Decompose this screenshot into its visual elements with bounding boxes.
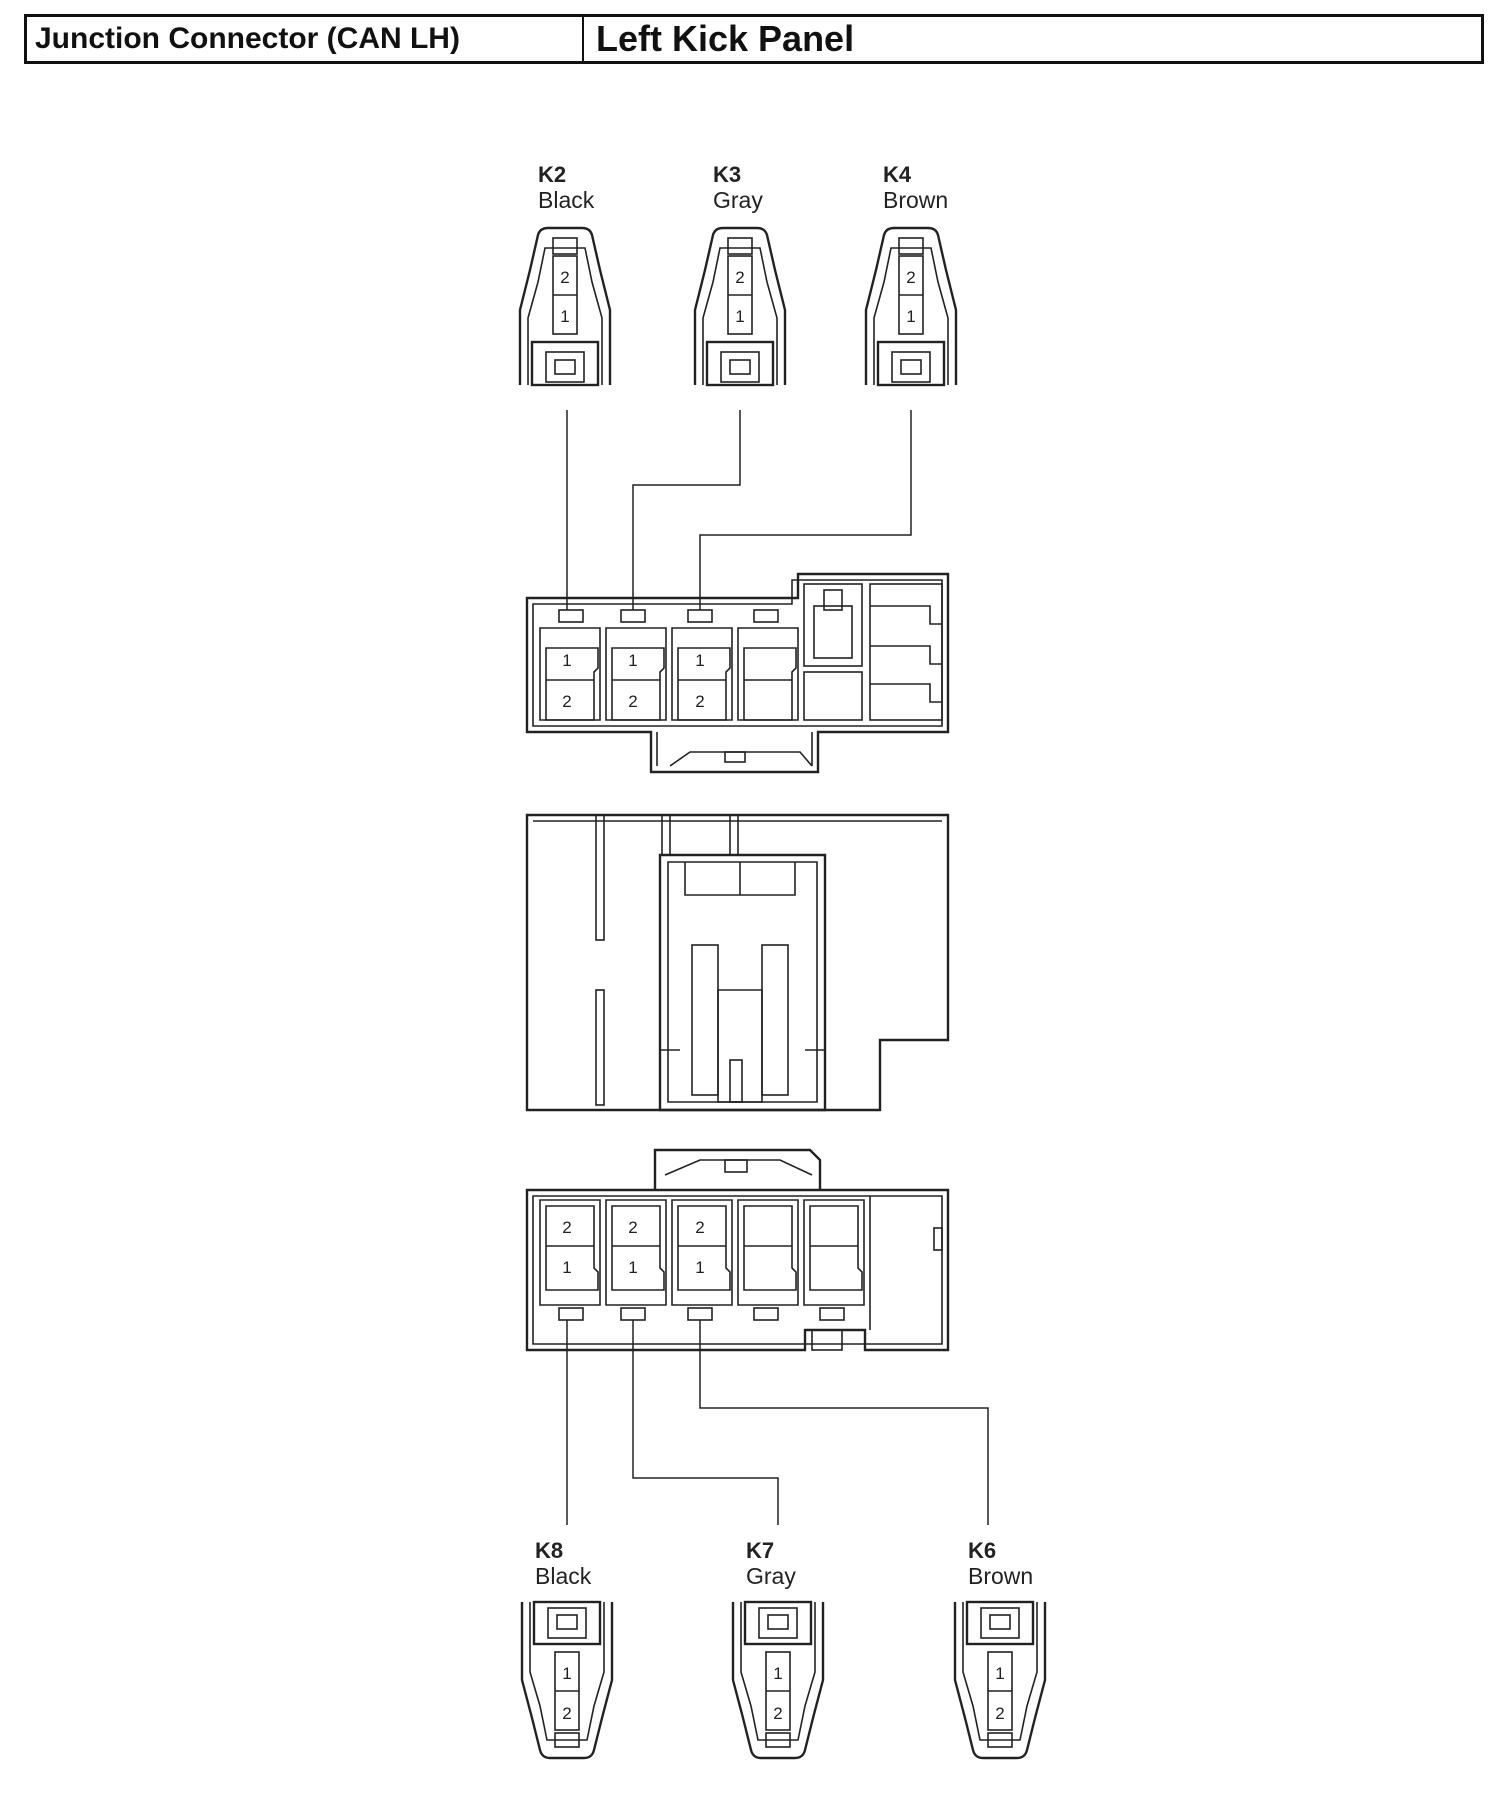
- junction-bottom-cav2-pin-a: 2: [628, 1218, 637, 1237]
- connector-k8-id: K8: [535, 1538, 563, 1563]
- connector-k6-pin-top: 1: [995, 1664, 1004, 1683]
- junction-top-cav3-pin-b: 2: [695, 692, 704, 711]
- connector-k4-color: Brown: [883, 187, 948, 213]
- connector-k2-id: K2: [538, 162, 566, 187]
- junction-top-cav1-pin-b: 2: [562, 692, 571, 711]
- junction-block-top: 1 2 1 2 1 2: [525, 572, 950, 774]
- top-wires: [566, 410, 912, 610]
- junction-housing-middle: [525, 813, 950, 1112]
- connector-k3-pin-top: 2: [735, 268, 744, 287]
- connector-k3-id: K3: [713, 162, 741, 187]
- junction-block-bottom: 2 1 2 1 2 1: [525, 1148, 950, 1352]
- connector-k6-color: Brown: [968, 1563, 1033, 1589]
- connector-k7-color: Gray: [746, 1563, 796, 1589]
- connector-title-bar: Junction Connector (CAN LH) Left Kick Pa…: [24, 14, 1484, 64]
- junction-top-cav3-pin-a: 1: [695, 651, 704, 670]
- connector-k2-pin-top: 2: [560, 268, 569, 287]
- connector-k3: K3 Gray 2 1: [693, 162, 787, 387]
- junction-bottom-cav3-pin-b: 1: [695, 1258, 704, 1277]
- connector-k4-pin-bottom: 1: [906, 307, 915, 326]
- connector-k6-id: K6: [968, 1538, 996, 1563]
- junction-top-cav2-pin-a: 1: [628, 651, 637, 670]
- connector-k8: K8 Black 1 2: [520, 1538, 614, 1760]
- junction-bottom-cav3-pin-a: 2: [695, 1218, 704, 1237]
- connector-k7: K7 Gray 1 2: [731, 1538, 825, 1760]
- connector-location: Left Kick Panel: [596, 18, 855, 59]
- bottom-wires: [566, 1320, 989, 1525]
- junction-bottom-cav1-pin-b: 1: [562, 1258, 571, 1277]
- connector-k4: K4 Brown 2 1: [864, 162, 958, 387]
- junction-top-cav1-pin-a: 1: [562, 651, 571, 670]
- connector-k7-pin-top: 1: [773, 1664, 782, 1683]
- connector-k3-pin-bottom: 1: [735, 307, 744, 326]
- connector-k2-color: Black: [538, 187, 595, 213]
- junction-bottom-cav1-pin-a: 2: [562, 1218, 571, 1237]
- connector-k8-pin-top: 1: [562, 1664, 571, 1683]
- junction-top-cav2-pin-b: 2: [628, 692, 637, 711]
- connector-k4-pin-top: 2: [906, 268, 915, 287]
- connector-k6-pin-bottom: 2: [995, 1704, 1004, 1723]
- connector-k2: K2 Black 2 1: [518, 162, 612, 387]
- connector-k3-color: Gray: [713, 187, 763, 213]
- connector-k7-id: K7: [746, 1538, 774, 1563]
- connector-k8-pin-bottom: 2: [562, 1704, 571, 1723]
- connector-k2-pin-bottom: 1: [560, 307, 569, 326]
- connector-k7-pin-bottom: 2: [773, 1704, 782, 1723]
- connector-name: Junction Connector (CAN LH): [27, 17, 584, 61]
- junction-bottom-cav2-pin-b: 1: [628, 1258, 637, 1277]
- connector-k8-color: Black: [535, 1563, 592, 1589]
- connector-k4-id: K4: [883, 162, 912, 187]
- connector-k6: K6 Brown 1 2: [953, 1538, 1047, 1760]
